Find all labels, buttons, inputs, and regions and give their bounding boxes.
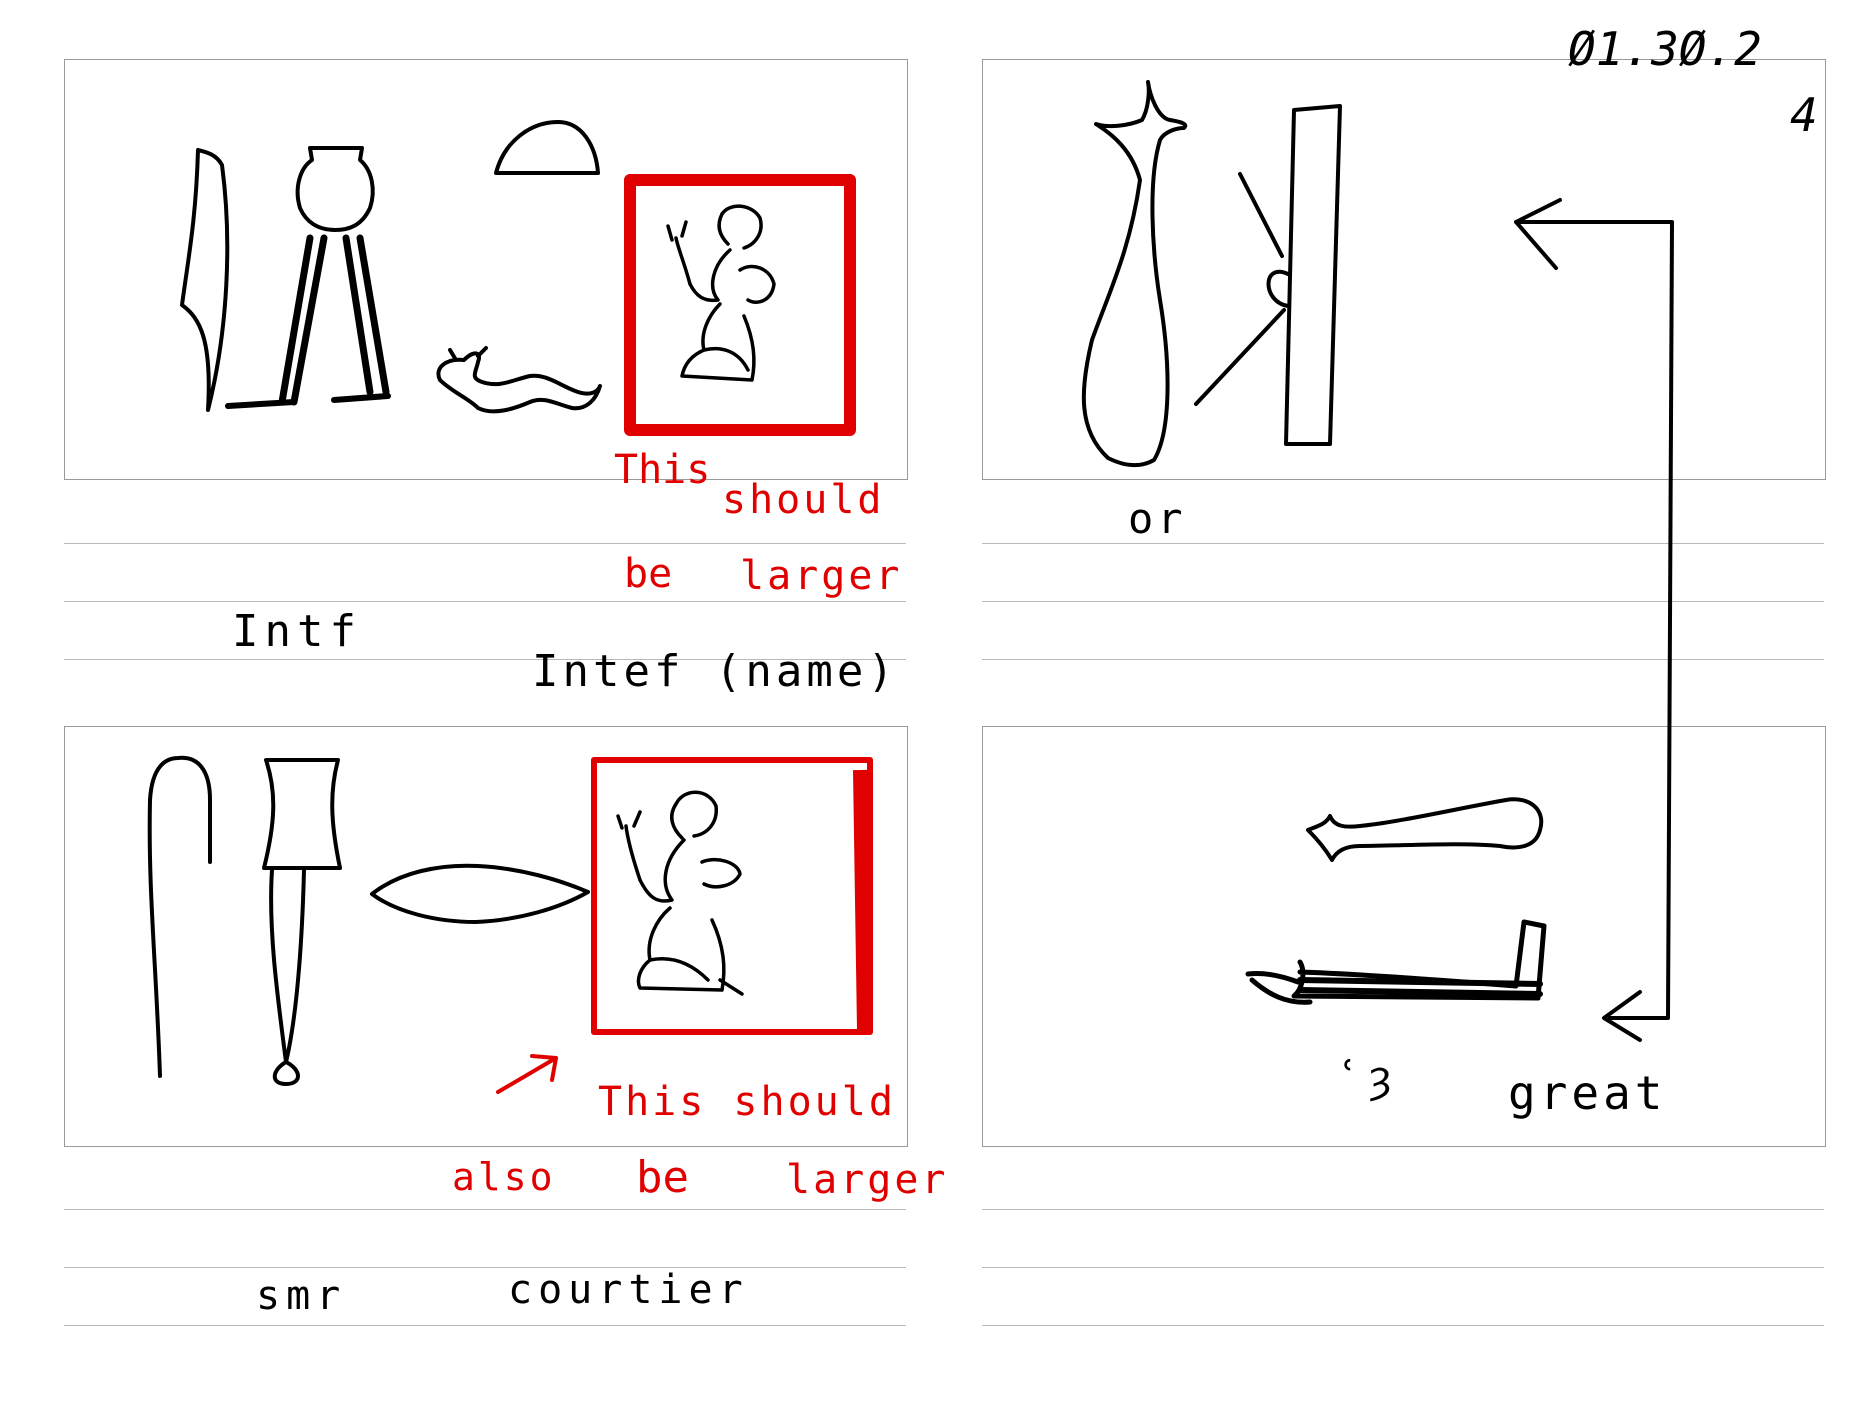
transliteration-smr: smr [256,1273,347,1319]
page-reference: Ø1.3Ø.2 [1568,22,1762,76]
bread-loaf-glyph [494,120,600,175]
alternative-word-or: or [1128,494,1187,543]
transliteration-intf: Intf [232,606,362,657]
ruled-line [982,601,1824,602]
crook-glyph [147,755,212,1078]
red-frame-bottom [591,757,873,1035]
milk-jug-glyph [262,758,342,1086]
mouth-glyph [370,863,590,924]
ruled-line [64,543,906,544]
ruled-line [64,601,906,602]
ruled-line [64,1209,906,1210]
red-arrow-icon [496,1054,558,1094]
reed-leaf-glyph [180,148,230,412]
annotation-this: This [614,447,711,493]
transliteration-aa: ʿȝ [1334,1052,1399,1103]
ruled-line [982,1325,1824,1326]
seated-man-glyph [616,790,744,996]
annotation-this-should: This should [598,1079,896,1125]
annotation-larger: larger [740,553,903,599]
ruled-line [64,1325,906,1326]
annotation-be: be [636,1152,689,1203]
ruled-line [982,1267,1824,1268]
red-frame-top [624,174,856,436]
annotation-larger: larger [786,1157,949,1203]
club-glyph [1081,80,1188,467]
connector-arrow [1514,198,1674,1042]
horned-viper-glyph [436,346,602,414]
seated-man-glyph [666,204,776,382]
ruled-line [982,659,1824,660]
ruled-line [982,543,1824,544]
pot-on-legs-glyph [225,146,391,409]
door-bolt-glyph [1284,104,1342,446]
annotation-also: also [452,1155,556,1199]
translation-courtier: courtier [508,1267,749,1313]
translation-great: great [1508,1066,1667,1120]
annotation-should: should [722,477,885,523]
ruled-line [64,1267,906,1268]
horizontal-club-glyph [1306,797,1544,862]
glyph-box-bottom-left [64,726,908,1147]
ruled-line [982,1209,1824,1210]
glyph-box-top-right [982,59,1826,480]
ruled-line [64,659,906,660]
page-subnumber: 4 [1790,88,1818,142]
glyph-box-bottom-right [982,726,1826,1147]
red-frames [496,174,873,1094]
annotation-be: be [624,551,673,597]
translation-intef: Intef (name) [532,646,898,697]
